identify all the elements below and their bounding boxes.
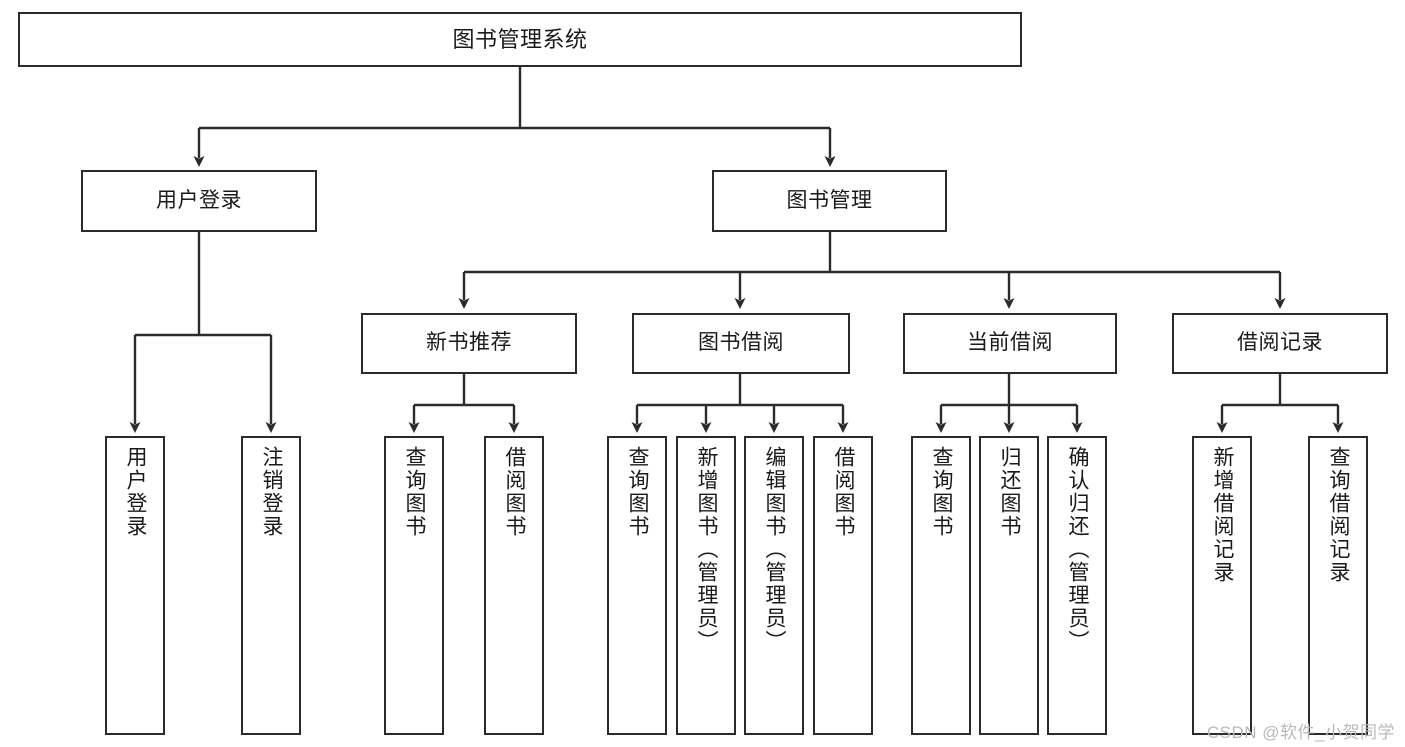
node-label: 图书管理系统 bbox=[452, 26, 588, 52]
node-leaf-edit-book[interactable]: 编辑图书（管理员） bbox=[744, 436, 804, 735]
node-label: 查询图书 bbox=[930, 446, 954, 538]
node-borrow-record[interactable]: 借阅记录 bbox=[1172, 313, 1388, 374]
node-root-book-management-system[interactable]: 图书管理系统 bbox=[18, 12, 1022, 67]
node-label: 当前借阅 bbox=[967, 331, 1053, 355]
node-leaf-query-book-3[interactable]: 查询图书 bbox=[911, 436, 971, 735]
node-label: 查询图书 bbox=[626, 446, 650, 538]
node-leaf-query-book-1[interactable]: 查询图书 bbox=[384, 436, 444, 735]
node-label: 新增借阅记录 bbox=[1211, 446, 1235, 584]
node-leaf-query-record[interactable]: 查询借阅记录 bbox=[1308, 436, 1368, 735]
node-leaf-add-book[interactable]: 新增图书（管理员） bbox=[676, 436, 736, 735]
node-leaf-user-login[interactable]: 用户登录 bbox=[105, 436, 165, 735]
node-leaf-query-book-2[interactable]: 查询图书 bbox=[607, 436, 667, 735]
node-leaf-borrow-book-2[interactable]: 借阅图书 bbox=[813, 436, 873, 735]
node-label: 借阅图书 bbox=[832, 446, 856, 538]
node-current-borrow[interactable]: 当前借阅 bbox=[903, 313, 1117, 374]
node-leaf-add-record[interactable]: 新增借阅记录 bbox=[1192, 436, 1252, 735]
node-label: 借阅记录 bbox=[1237, 331, 1323, 355]
watermark: CSDN @软件_小贺同学 bbox=[1206, 723, 1395, 742]
node-book-manage[interactable]: 图书管理 bbox=[712, 170, 947, 232]
node-leaf-return-book[interactable]: 归还图书 bbox=[979, 436, 1039, 735]
node-label: 用户登录 bbox=[156, 188, 242, 212]
node-leaf-confirm-return[interactable]: 确认归还（管理员） bbox=[1047, 436, 1107, 735]
node-label: 确认归还（管理员） bbox=[1066, 446, 1090, 653]
node-label: 新书推荐 bbox=[426, 331, 512, 355]
node-label: 注销登录 bbox=[260, 446, 284, 538]
node-new-book-recommend[interactable]: 新书推荐 bbox=[361, 313, 577, 374]
node-user-login[interactable]: 用户登录 bbox=[81, 170, 317, 232]
node-label: 查询借阅记录 bbox=[1327, 446, 1351, 584]
node-label: 图书借阅 bbox=[698, 331, 784, 355]
node-label: 新增图书（管理员） bbox=[695, 446, 719, 653]
node-label: 用户登录 bbox=[124, 446, 148, 538]
node-label: 归还图书 bbox=[998, 446, 1022, 538]
node-label: 图书管理 bbox=[786, 188, 873, 212]
node-label: 查询图书 bbox=[403, 446, 427, 538]
node-label: 借阅图书 bbox=[503, 446, 527, 538]
node-leaf-borrow-book-1[interactable]: 借阅图书 bbox=[484, 436, 544, 735]
node-label: 编辑图书（管理员） bbox=[763, 446, 787, 653]
node-leaf-logout-login[interactable]: 注销登录 bbox=[241, 436, 301, 735]
node-book-borrow[interactable]: 图书借阅 bbox=[632, 313, 850, 374]
